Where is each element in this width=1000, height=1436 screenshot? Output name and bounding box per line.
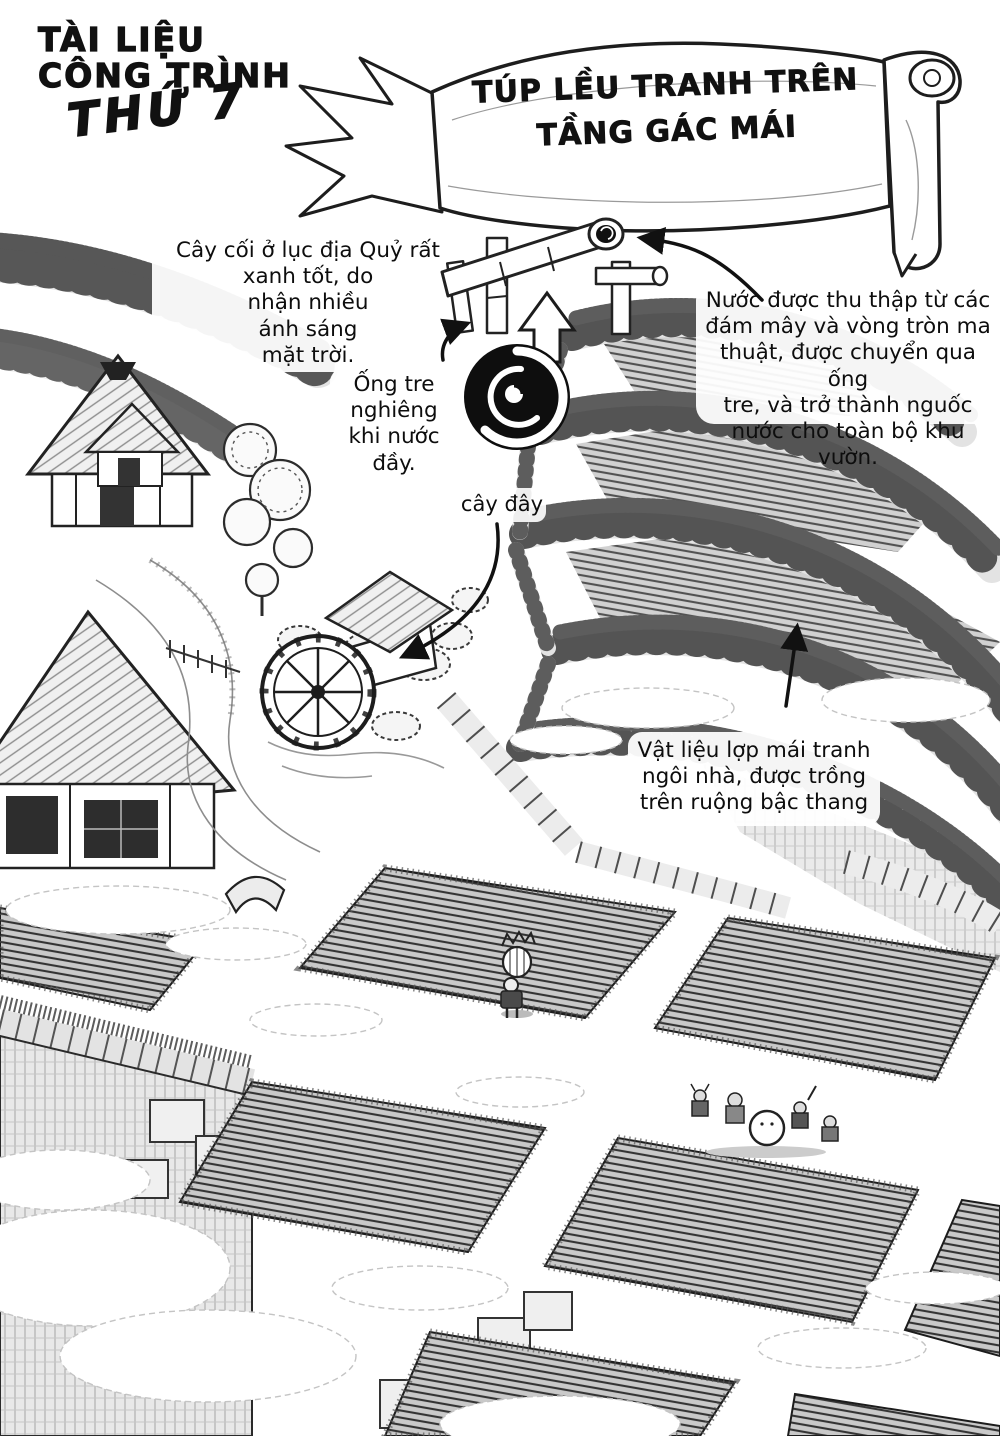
bamboo-pipe	[440, 217, 669, 336]
doc-title: TÀI LIỆU CÔNG TRÌNH THỨ 7	[37, 20, 292, 149]
garden-path	[95, 557, 321, 881]
farmer-figure	[500, 929, 536, 1018]
doc-title-line2: CÔNG TRÌNH	[37, 55, 292, 95]
arrow-tree-pointer	[398, 522, 500, 660]
arrow-water-to-pipe	[636, 227, 764, 302]
annotation-water-system: Nước được thu thập từ các đám mây và vòn…	[705, 288, 991, 471]
banner-title: TÚP LỀU TRANH TRÊN TẦNG GÁC MÁI	[471, 62, 859, 154]
magic-circle-emblem	[464, 344, 570, 450]
rice-paddies	[0, 864, 1000, 1436]
farmhouse-upper	[24, 353, 212, 528]
stone-bridge	[224, 875, 286, 915]
water-wheel	[259, 570, 455, 779]
text-backings	[152, 232, 996, 826]
arrow-thatch	[780, 622, 809, 708]
annotation-trees: Cây cối ở lục địa Quỷ rất xanh tốt, do n…	[176, 238, 440, 368]
annotation-tree-pointer: cây đây	[460, 492, 544, 516]
annotation-thatch-material: Vật liệu lợp mái tranh ngôi nhà, được tr…	[637, 738, 871, 816]
banner-scroll	[284, 41, 962, 278]
doc-title-line1: TÀI LIỆU	[37, 20, 206, 59]
arrow-to-trees	[440, 318, 472, 362]
mist-clouds	[0, 677, 1000, 1436]
fence	[165, 640, 241, 678]
farmhouse-lower	[0, 609, 237, 870]
annotation-bamboo-pipe: Ống tre nghiêng khi nước đầy.	[348, 372, 440, 476]
villager-figures	[690, 1083, 839, 1158]
trees	[222, 422, 314, 616]
annotation-arrows	[398, 227, 809, 708]
stone-path	[436, 692, 1000, 935]
